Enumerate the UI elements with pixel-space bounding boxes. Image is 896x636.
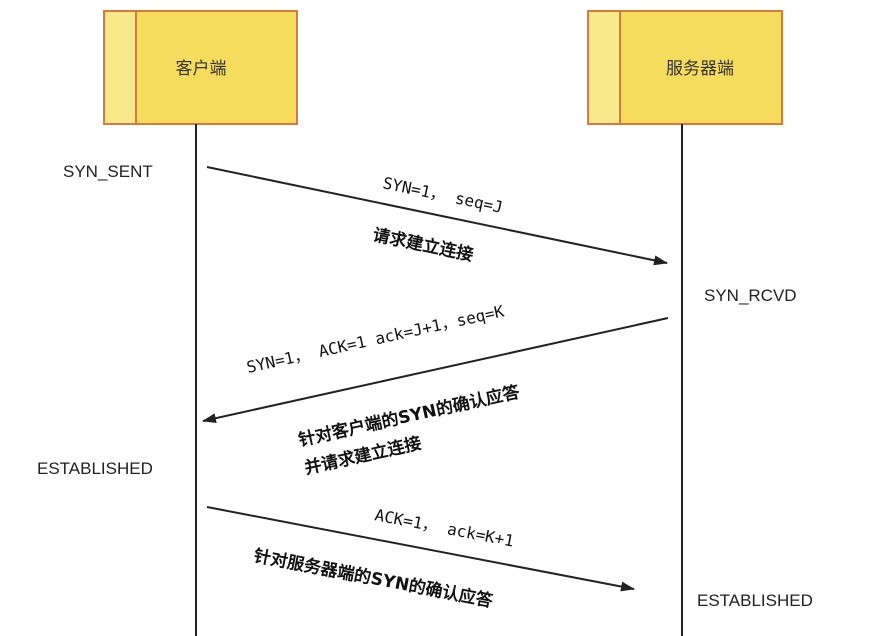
arrow-syn bbox=[206, 166, 668, 266]
client-label: 客户端 bbox=[176, 59, 227, 79]
state-client-established: ESTABLISHED bbox=[37, 459, 153, 478]
state-syn-rcvd: SYN_RCVD bbox=[704, 286, 797, 305]
state-server-established: ESTABLISHED bbox=[697, 591, 813, 610]
syn-desc: 请求建立连接 bbox=[371, 224, 475, 265]
client-box: 客户端 bbox=[103, 10, 298, 125]
syn-ack-params: SYN=1， ACK=1 ack=J+1，seq=K bbox=[245, 301, 506, 377]
syn-params: SYN=1， seq=J bbox=[381, 173, 504, 217]
arrow-ack bbox=[206, 506, 635, 592]
state-syn-sent: SYN_SENT bbox=[63, 162, 153, 181]
arrow-syn-ack bbox=[202, 317, 669, 424]
server-label: 服务器端 bbox=[666, 59, 734, 79]
server-box: 服务器端 bbox=[587, 10, 783, 125]
